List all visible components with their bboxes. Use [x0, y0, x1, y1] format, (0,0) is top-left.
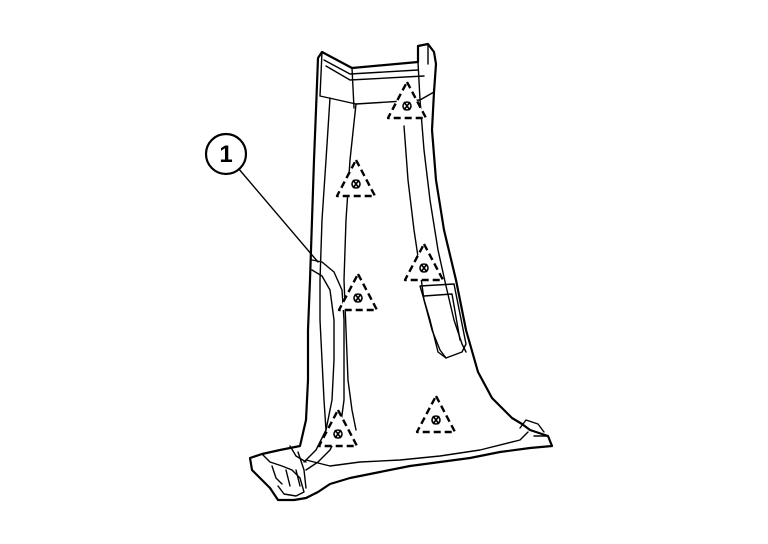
callout-leader-line [237, 167, 319, 263]
right-recess [419, 283, 467, 359]
clip-marker-4 [337, 272, 379, 312]
top-inner-line [323, 59, 425, 81]
base-lines [305, 419, 549, 467]
pillar-trim-outline [248, 42, 554, 502]
clip-marker-6 [415, 394, 457, 434]
callout-1: 1 [204, 132, 248, 176]
clip-marker-2 [335, 158, 377, 198]
clip-marker-5 [317, 408, 359, 448]
callout-1-label: 1 [219, 141, 232, 168]
top-flange [319, 43, 435, 109]
bottom-left-connector [261, 445, 307, 497]
clip-marker-1 [386, 80, 428, 120]
clip-marker-3 [403, 242, 445, 282]
